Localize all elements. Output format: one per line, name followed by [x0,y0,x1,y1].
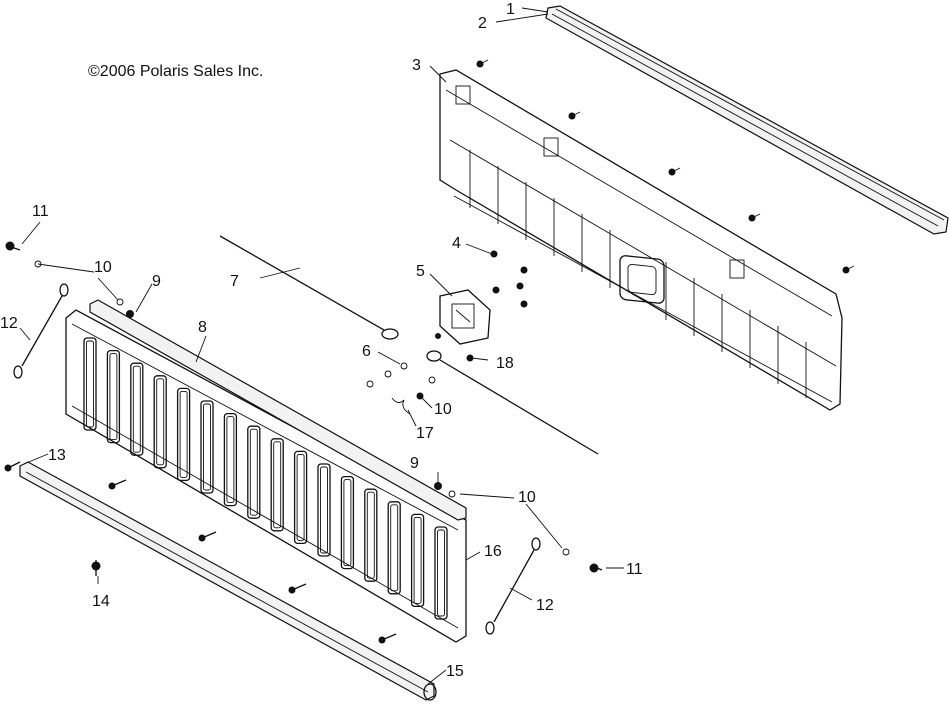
callout-15: 15 [446,663,464,680]
panel-slot-inner [132,365,141,453]
panel-slot [364,488,378,582]
callout-9a: 9 [152,273,161,290]
panel-slot-inner [156,378,165,466]
copyright-text: ©2006 Polaris Sales Inc. [88,63,263,80]
panel-slot-inner [296,453,305,541]
panel-slot [106,349,121,444]
callout-1: 1 [506,1,515,18]
callout-13: 13 [48,447,66,464]
outer-fasteners [4,461,397,644]
panel-slot-inner [86,340,94,428]
outer-panel-slots [83,337,448,620]
callout-3: 3 [412,57,421,74]
panel-slot [176,387,191,482]
panel-slot-inner [109,353,118,441]
callout-2: 2 [478,15,487,32]
callout-12a: 12 [0,315,18,332]
callout-17: 17 [416,425,434,442]
callout-5: 5 [416,263,425,280]
panel-slot-inner [413,516,422,604]
callout-7: 7 [230,273,239,290]
panel-slot [200,400,214,494]
panel-slot [83,337,97,431]
leader-lines [19,7,624,685]
panel-slot-inner [203,403,211,491]
callout-10c: 10 [518,489,536,506]
callout-6: 6 [362,343,371,360]
panel-slot [340,475,355,570]
panel-slot [247,425,261,519]
hinge-bolts [5,241,603,576]
callout-11b: 11 [626,561,643,578]
callout-16: 16 [484,543,502,560]
latch-hardware [366,333,474,415]
panel-slot-inner [320,466,328,554]
outer-top-trim [89,299,467,521]
callout-14: 14 [92,593,110,610]
panel-slot-inner [249,428,258,516]
panel-slot [223,412,238,507]
panel-slot-inner [390,504,399,592]
panel-fasteners [476,59,855,308]
panel-slot-inner [226,416,235,504]
panel-slot [130,362,144,456]
panel-slot [293,450,308,545]
washers [34,260,570,556]
callout-8: 8 [198,319,207,336]
inner-tailgate-panel [439,69,843,411]
panel-slot-inner [437,529,445,617]
panel-slot [434,526,448,620]
panel-slot-inner [343,479,352,567]
panel-slot-inner [366,491,375,579]
support-cable-left [13,283,69,379]
callout-10a: 10 [94,259,112,276]
panel-slot-inner [179,390,188,478]
panel-slot [153,375,167,469]
callout-4: 4 [452,235,461,252]
callout-labels: 1 2 3 4 5 6 7 8 9 9 10 10 10 11 11 12 12… [0,1,643,680]
panel-slot [270,438,284,532]
callout-9b: 9 [410,455,419,472]
callout-11a: 11 [32,203,49,220]
callout-18: 18 [496,355,514,372]
latch-rod-upper [219,235,399,340]
panel-slot [317,463,331,557]
top-rail [545,5,949,235]
panel-slot [387,501,401,595]
panel-slot [410,513,425,608]
support-cable-right [485,537,541,635]
callout-10b: 10 [434,401,452,418]
callout-12b: 12 [536,597,554,614]
latch-assembly [439,289,491,345]
latch-rod-lower [426,350,599,455]
panel-slot-inner [273,441,282,529]
